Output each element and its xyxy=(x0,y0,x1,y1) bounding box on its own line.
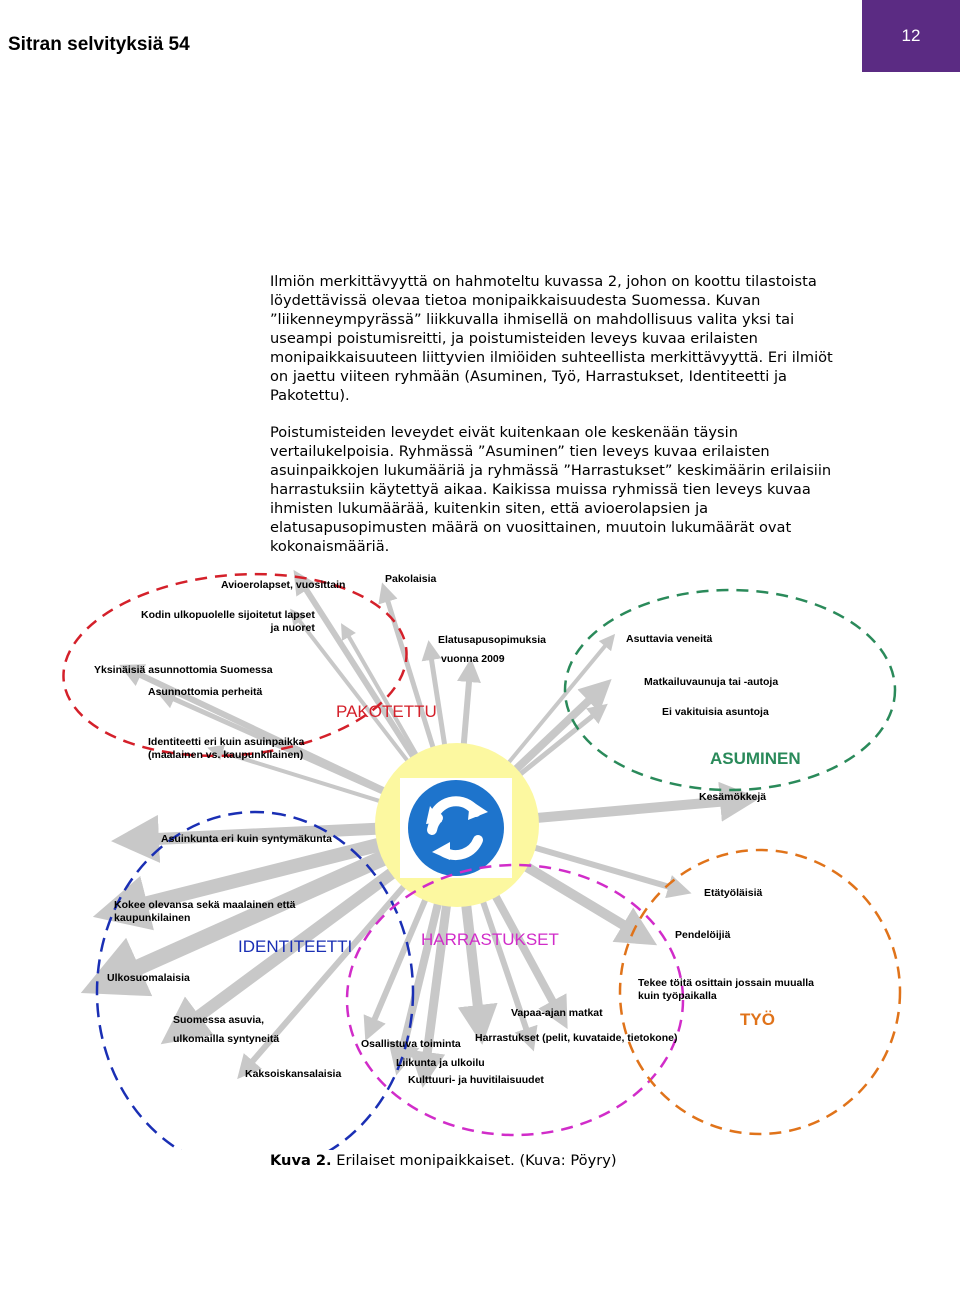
label-suomessa-asuvia: Suomessa asuvia, xyxy=(173,1014,265,1026)
label-elatusapusopimuksia: Elatusapusopimuksia xyxy=(438,634,546,646)
label-identiteetti-eri: Identiteetti eri kuin asuinpaikka (maala… xyxy=(148,736,305,761)
paragraph-2: Poistumisteiden leveydet eivät kuitenkaa… xyxy=(270,424,832,555)
label-kokee-olevansa: Kokee olevansa sekä maalainen että kaupu… xyxy=(114,899,296,924)
tyo-group-ellipse xyxy=(618,848,902,1136)
figure-caption: Kuva 2. Erilaiset monipaikkaiset. (Kuva:… xyxy=(270,1152,617,1169)
header-title: Sitran selvityksiä 54 xyxy=(8,34,190,55)
label-pakolaisia: Pakolaisia xyxy=(385,573,437,585)
label-asuttavia-veneita: Asuttavia veneitä xyxy=(626,633,713,645)
label-kaksoiskansalaisia: Kaksoiskansalaisia xyxy=(245,1068,342,1080)
roundabout-figure: PAKOTETTU ASUMINEN IDENTITEETTI HARRASTU… xyxy=(0,560,960,1150)
roundabout-arrowheads-icon xyxy=(426,800,488,860)
label-asuinkunta: Asuinkunta eri kuin syntymäkunta xyxy=(161,833,332,845)
label-yksinaisia: Yksinäisiä asunnottomia Suomessa xyxy=(94,664,273,676)
group-label-tyo: TYÖ xyxy=(740,1010,775,1029)
caption-text: Erilaiset monipaikkaiset. (Kuva: Pöyry) xyxy=(331,1152,617,1169)
page-number-box: 12 xyxy=(862,0,960,72)
label-liikunta: Liikunta ja ulkoilu xyxy=(396,1057,485,1069)
label-kulttuuri: Kulttuuri- ja huvitilaisuudet xyxy=(408,1074,544,1086)
label-vapaa-ajan-matkat: Vapaa-ajan matkat xyxy=(511,1007,603,1019)
label-pendeloijia: Pendelöijiä xyxy=(675,929,731,941)
pakotettu-group-ellipse xyxy=(62,572,408,758)
body-text: Ilmiön merkittävyyttä on hahmoteltu kuva… xyxy=(270,272,848,574)
figure-graphics xyxy=(62,569,902,1150)
caption-label: Kuva 2. xyxy=(270,1152,332,1169)
label-harrastukset-pelit: Harrastukset (pelit, kuvataide, tietokon… xyxy=(475,1032,678,1044)
label-ulkosuomalaisia: Ulkosuomalaisia xyxy=(107,972,190,984)
group-label-harrastukset: HARRASTUKSET xyxy=(421,930,559,949)
group-label-asuminen: ASUMINEN xyxy=(710,749,801,768)
roundabout-sign-icon xyxy=(408,780,504,876)
page-number: 12 xyxy=(901,26,921,45)
harrastukset-group-ellipse xyxy=(345,863,685,1137)
label-avioerolapset: Avioerolapset, vuosittain xyxy=(221,579,346,591)
label-vuonna-2009: vuonna 2009 xyxy=(441,653,505,665)
identiteetti-group-ellipse xyxy=(95,810,415,1150)
paragraph-1: Ilmiön merkittävyyttä on hahmoteltu kuva… xyxy=(270,273,833,404)
group-label-pakotettu: PAKOTETTU xyxy=(336,702,437,721)
asuminen-group-ellipse xyxy=(563,588,897,792)
label-asunnottomia-perheita: Asunnottomia perheitä xyxy=(148,686,263,698)
label-ei-vakituisia: Ei vakituisia asuntoja xyxy=(662,706,769,718)
label-kodin-ulkopuolelle: Kodin ulkopuolelle sijoitetut lapset ja … xyxy=(141,609,315,634)
group-label-identiteetti: IDENTITEETTI xyxy=(238,937,353,956)
label-ulkomailla-syntyneita: ulkomailla syntyneitä xyxy=(173,1033,280,1045)
label-tekee-toita: Tekee töitä osittain jossain muualla kui… xyxy=(638,977,815,1002)
label-osallistuva-toiminta: Osallistuva toiminta xyxy=(361,1038,461,1050)
label-etatyolaisia: Etätyöläisiä xyxy=(704,887,763,899)
label-matkailuvaunuja: Matkailuvaunuja tai -autoja xyxy=(644,676,779,688)
label-kesamokkeja: Kesämökkejä xyxy=(699,791,767,803)
